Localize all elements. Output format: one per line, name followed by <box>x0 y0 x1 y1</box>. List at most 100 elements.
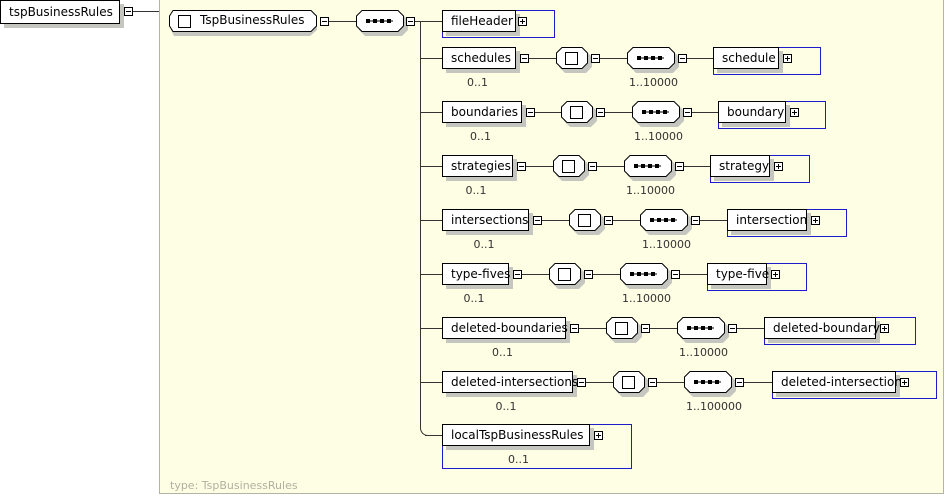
connector <box>593 274 620 275</box>
type-panel <box>159 0 944 494</box>
row-element[interactable]: deleted-intersections <box>442 371 578 393</box>
sequence-icon[interactable] <box>640 209 692 235</box>
connector <box>420 274 442 275</box>
child-element[interactable]: deleted-boundary <box>764 317 880 339</box>
sequence-occurs: 1..10000 <box>642 238 691 251</box>
connector <box>420 410 421 426</box>
complex-type-icon[interactable] <box>569 209 605 235</box>
complex-collapse-toggle[interactable] <box>591 54 600 63</box>
child-element-label: type-five <box>716 267 770 281</box>
sequence-collapse-toggle[interactable] <box>406 17 415 26</box>
child-element[interactable]: intersection <box>727 209 807 231</box>
row-element[interactable]: strategies <box>442 155 513 177</box>
local-rules-element[interactable]: localTspBusinessRules <box>442 424 590 446</box>
complex-type-icon[interactable] <box>561 101 597 127</box>
connector <box>744 382 772 383</box>
complex-type-icon[interactable] <box>549 263 585 289</box>
row-element[interactable]: type-fives <box>442 263 510 285</box>
complex-type-icon[interactable] <box>556 47 592 73</box>
root-element-label: tspBusinessRules <box>9 5 113 19</box>
sequence-icon[interactable] <box>684 371 736 397</box>
connector <box>522 274 549 275</box>
sequence-icon[interactable] <box>677 317 729 343</box>
sequence-icon[interactable] <box>627 47 679 73</box>
sequence-collapse-toggle[interactable] <box>735 378 744 387</box>
row-occurs: 0..1 <box>492 346 513 359</box>
sequence-occurs: 1..10000 <box>626 184 675 197</box>
sequence-collapse-toggle[interactable] <box>683 108 692 117</box>
sequence-collapse-toggle[interactable] <box>691 216 700 225</box>
row-collapse-toggle[interactable] <box>570 324 579 333</box>
complex-collapse-toggle[interactable] <box>641 324 650 333</box>
file-header-element[interactable]: fileHeader <box>442 10 516 32</box>
row-element[interactable]: intersections <box>442 209 529 231</box>
sequence-collapse-toggle[interactable] <box>671 270 680 279</box>
child-element[interactable]: deleted-intersection <box>772 371 902 393</box>
connector <box>613 220 640 221</box>
file-header-label: fileHeader <box>451 14 513 28</box>
row-collapse-toggle[interactable] <box>526 108 535 117</box>
child-expand-toggle[interactable] <box>774 162 783 171</box>
sequence-collapse-toggle[interactable] <box>728 324 737 333</box>
connector <box>680 274 707 275</box>
child-element[interactable]: strategy <box>710 155 770 177</box>
file-header-expand-toggle[interactable] <box>518 17 527 26</box>
row-collapse-toggle[interactable] <box>533 216 542 225</box>
connector <box>600 58 627 59</box>
sequence-occurs: 1..10000 <box>629 76 678 89</box>
complex-type-icon[interactable] <box>553 155 589 181</box>
child-element-label: schedule <box>722 51 776 65</box>
child-expand-toggle[interactable] <box>900 378 909 387</box>
sequence-icon[interactable] <box>620 263 672 289</box>
connector <box>420 21 442 22</box>
connector <box>133 11 159 12</box>
connector <box>420 166 442 167</box>
connector <box>684 166 710 167</box>
row-occurs: 0..1 <box>467 76 488 89</box>
connector <box>425 435 442 436</box>
sequence-trunk <box>420 21 421 426</box>
complex-collapse-toggle[interactable] <box>584 270 593 279</box>
child-element[interactable]: type-five <box>707 263 770 285</box>
sequence-icon[interactable] <box>624 155 676 181</box>
local-rules-expand-toggle[interactable] <box>594 431 603 440</box>
connector <box>700 220 727 221</box>
sequence-icon[interactable] <box>632 101 684 127</box>
child-expand-toggle[interactable] <box>771 270 780 279</box>
row-occurs: 0..1 <box>495 400 517 413</box>
row-collapse-toggle[interactable] <box>517 162 526 171</box>
row-element-label: schedules <box>451 51 512 65</box>
complex-collapse-toggle[interactable] <box>588 162 597 171</box>
row-occurs: 0..1 <box>473 238 495 251</box>
child-expand-toggle[interactable] <box>790 108 799 117</box>
row-element[interactable]: deleted-boundaries <box>442 317 568 339</box>
root-element[interactable]: tspBusinessRules <box>0 0 120 24</box>
complex-type-icon[interactable] <box>613 371 649 397</box>
sequence-collapse-toggle[interactable] <box>678 54 687 63</box>
row-collapse-toggle[interactable] <box>577 378 586 387</box>
child-expand-toggle[interactable] <box>880 324 889 333</box>
local-rules-occurs: 0..1 <box>508 453 529 466</box>
complex-collapse-toggle[interactable] <box>604 216 613 225</box>
root-collapse-toggle[interactable] <box>124 7 133 16</box>
child-expand-toggle[interactable] <box>811 216 820 225</box>
child-element[interactable]: schedule <box>713 47 779 69</box>
row-element[interactable]: schedules <box>442 47 516 69</box>
connector <box>650 328 677 329</box>
sequence-icon[interactable] <box>356 10 408 36</box>
connector <box>687 58 713 59</box>
complex-collapse-toggle[interactable] <box>648 378 657 387</box>
child-element[interactable]: boundary <box>718 101 786 123</box>
child-element-label: deleted-boundary <box>773 321 880 335</box>
connector <box>420 328 442 329</box>
complex-type-icon[interactable] <box>606 317 642 343</box>
connector <box>597 166 624 167</box>
row-element[interactable]: boundaries <box>442 101 522 123</box>
child-expand-toggle[interactable] <box>783 54 792 63</box>
type-node[interactable] <box>169 10 317 36</box>
sequence-collapse-toggle[interactable] <box>675 162 684 171</box>
type-node-collapse-toggle[interactable] <box>320 17 329 26</box>
complex-collapse-toggle[interactable] <box>596 108 605 117</box>
row-collapse-toggle[interactable] <box>520 54 529 63</box>
row-collapse-toggle[interactable] <box>513 270 522 279</box>
